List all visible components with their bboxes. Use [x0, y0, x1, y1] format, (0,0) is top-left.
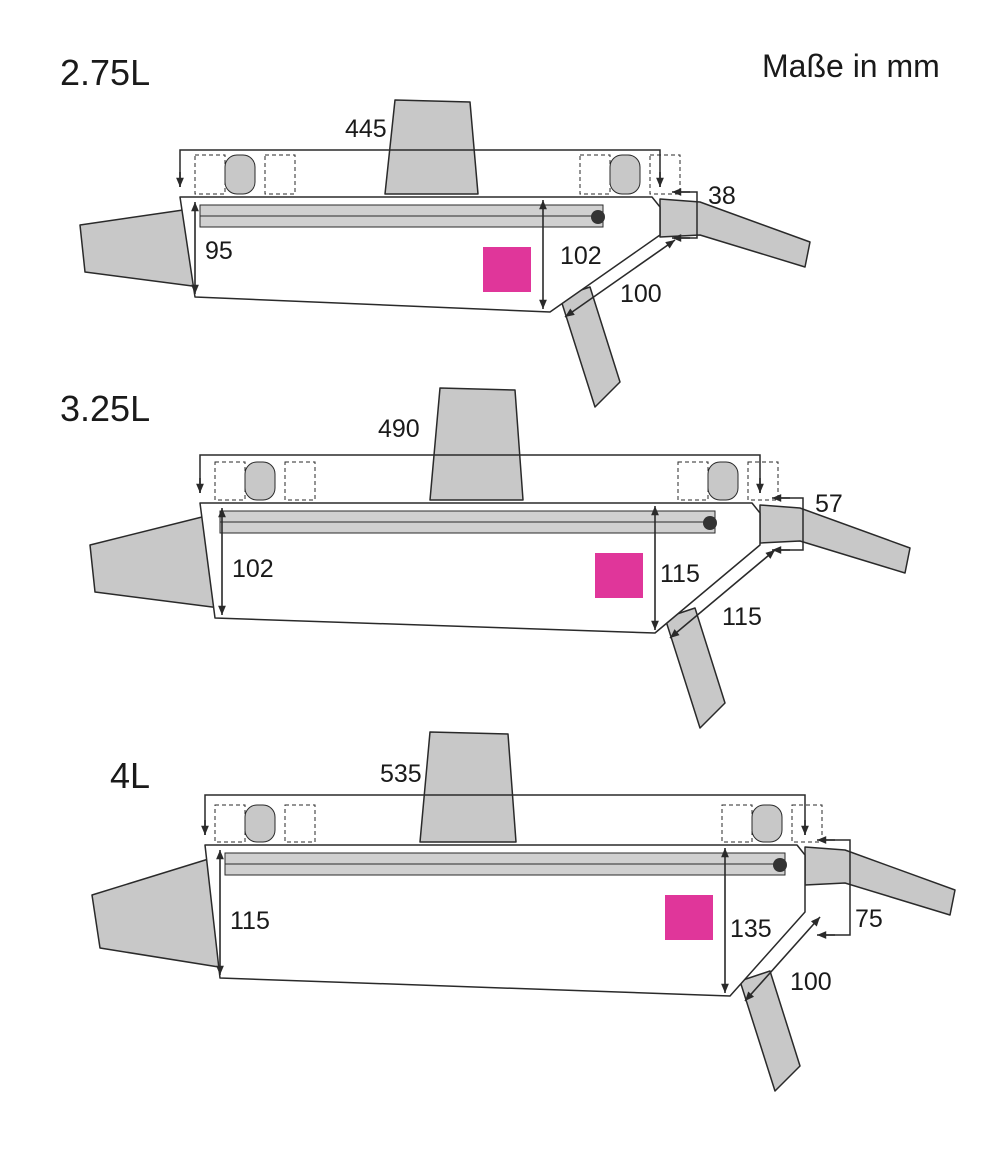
diagonal-arrow-3-arrowhead — [745, 991, 755, 1001]
front-height-arrow-2-arrowhead — [218, 508, 226, 518]
rear-height-arrow-2-arrowhead — [651, 620, 659, 630]
bag-body-3 — [204, 844, 806, 997]
diagonal-arrow-1-arrowhead — [565, 308, 575, 317]
diagonal-label-3: 100 — [790, 968, 832, 996]
velcro-loop-1 — [264, 154, 296, 195]
strap-label-1: 38 — [708, 182, 736, 210]
units-note: Maße in mm — [762, 48, 940, 84]
zipper-pull-3 — [773, 858, 787, 872]
velcro-loop-1 — [649, 154, 681, 195]
front-height-label-1: 95 — [205, 237, 233, 265]
length-label-1: 445 — [345, 115, 387, 143]
bag-title-3: 4L — [110, 755, 151, 796]
front-height-arrow-1-arrowhead — [191, 202, 199, 212]
length-arrow-right-2-arrowhead — [756, 483, 764, 493]
diagonal-label-2: 115 — [722, 603, 762, 631]
velcro-loop-3 — [214, 804, 246, 843]
bag-title-2: 3.25L — [60, 388, 151, 429]
strap-arrow-top-2-arrowhead — [772, 494, 782, 502]
bag-body-2 — [199, 502, 761, 634]
front-height-arrow-3-arrowhead — [216, 850, 224, 860]
zipper-pull-2 — [703, 516, 717, 530]
length-label-3: 535 — [380, 760, 422, 788]
strap-arrow-bottom-1-arrowhead — [672, 234, 682, 242]
logo-label-1 — [483, 247, 531, 292]
diagonal-label-1: 100 — [620, 280, 662, 308]
diagonal-arrow-2 — [669, 549, 776, 639]
diagonal-arrow-3 — [744, 916, 821, 1002]
front-height-arrow-3-arrowhead — [216, 965, 224, 975]
zipper-pull-1 — [591, 210, 605, 224]
velcro-loop-2 — [677, 461, 709, 501]
left-strap-3 — [91, 856, 226, 969]
front-height-arrow-2-arrowhead — [218, 605, 226, 615]
strap-arrow-top-1-arrowhead — [672, 188, 682, 196]
rear-height-arrow-3-arrowhead — [721, 983, 729, 993]
length-arrow-right-1-arrowhead — [656, 177, 664, 187]
length-arrow-left-1-arrowhead — [176, 177, 184, 187]
rear-height-arrow-2-arrowhead — [651, 506, 659, 516]
velcro-tab-2 — [244, 461, 276, 501]
length-bracket-2 — [199, 454, 761, 493]
velcro-tab-1 — [224, 154, 256, 195]
velcro-loop-2 — [214, 461, 246, 501]
left-strap-2 — [89, 514, 221, 609]
rear-height-label-3: 135 — [730, 915, 772, 943]
rear-height-label-1: 102 — [560, 242, 602, 270]
velcro-loop-3 — [721, 804, 753, 843]
logo-label-2 — [595, 553, 643, 598]
diagonal-arrow-3-arrowhead — [810, 917, 820, 927]
diagonal-arrow-1 — [564, 239, 676, 318]
rear-height-arrow-3-arrowhead — [721, 848, 729, 858]
strap-arrow-top-3-arrowhead — [817, 836, 827, 844]
velcro-tab-3 — [751, 804, 783, 843]
velcro-loop-3 — [284, 804, 316, 843]
down-tube-strap-1 — [559, 286, 621, 408]
down-tube-strap-3 — [739, 970, 801, 1092]
strap-label-3: 75 — [855, 905, 883, 933]
bag-title-1: 2.75L — [60, 52, 151, 93]
rear-height-arrow-1-arrowhead — [539, 200, 547, 210]
velcro-tab-3 — [244, 804, 276, 843]
diagonal-arrow-2-arrowhead — [765, 550, 775, 559]
front-height-label-3: 115 — [230, 907, 270, 935]
down-tube-strap-2 — [664, 607, 726, 729]
velcro-loop-2 — [747, 461, 779, 501]
velcro-loop-2 — [284, 461, 316, 501]
front-height-label-2: 102 — [232, 555, 274, 583]
diagonal-arrow-2-arrowhead — [670, 629, 680, 638]
top-tube-strap-2 — [429, 387, 524, 501]
velcro-loop-3 — [791, 804, 823, 843]
velcro-tab-1 — [609, 154, 641, 195]
top-tube-strap-1 — [384, 99, 479, 195]
rear-height-arrow-1-arrowhead — [539, 299, 547, 309]
front-height-arrow-1-arrowhead — [191, 284, 199, 294]
strap-arrow-bottom-2-arrowhead — [772, 546, 782, 554]
length-label-2: 490 — [378, 415, 420, 443]
velcro-tab-2 — [707, 461, 739, 501]
length-bracket-3 — [204, 794, 806, 835]
velcro-loop-1 — [579, 154, 611, 195]
strap-label-2: 57 — [815, 490, 843, 518]
length-arrow-left-3-arrowhead — [201, 825, 209, 835]
top-tube-strap-3 — [419, 731, 517, 843]
diagonal-arrow-1-arrowhead — [665, 240, 675, 249]
velcro-loop-1 — [194, 154, 226, 195]
length-bracket-1 — [179, 149, 661, 187]
logo-label-3 — [665, 895, 713, 940]
length-arrow-right-3-arrowhead — [801, 825, 809, 835]
rear-height-label-2: 115 — [660, 560, 700, 588]
left-strap-1 — [79, 208, 201, 288]
length-arrow-left-2-arrowhead — [196, 483, 204, 493]
strap-arrow-bottom-3-arrowhead — [817, 931, 827, 939]
